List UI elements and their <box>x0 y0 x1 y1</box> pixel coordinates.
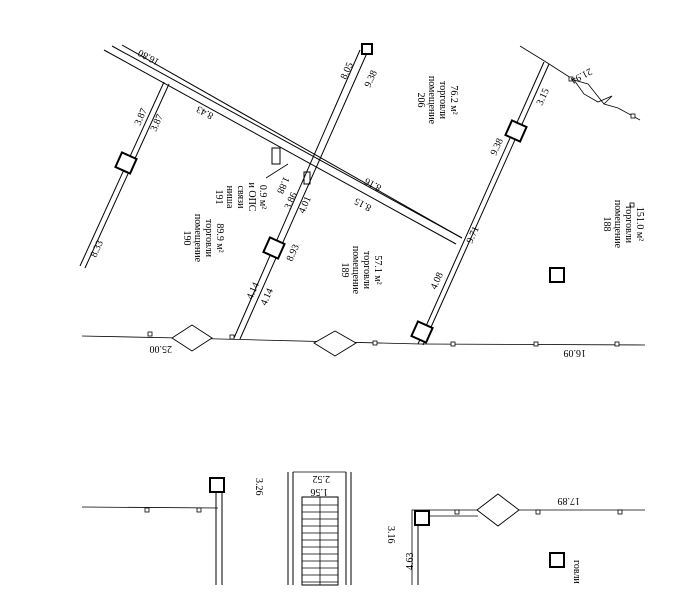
dim-center-col: 8.93 <box>285 243 302 263</box>
dim-lower-right: 17.89 <box>558 495 581 506</box>
lower-left-wall <box>81 477 225 585</box>
right-diagonal-wall <box>417 61 550 346</box>
room-190-label: 190 помещение торговли 89.9 м² <box>181 214 225 263</box>
svg-text:торговли: торговли <box>361 251 372 290</box>
top-right-boundary <box>519 45 641 208</box>
svg-text:190: 190 <box>181 231 192 246</box>
dim-bottom-left: 25.00 <box>150 343 173 354</box>
svg-text:57.1 м²: 57.1 м² <box>372 255 383 284</box>
dim-bottom-right: 16.09 <box>564 347 587 358</box>
room-191-label: 191 ниша связи и ОПС 0.9 м² <box>213 183 268 212</box>
svg-text:помещение: помещение <box>426 76 437 125</box>
central-diagonal-wall <box>233 43 373 340</box>
dim-top-wall: 16.80 <box>136 47 161 67</box>
svg-text:ниша: ниша <box>224 186 235 209</box>
partial-room-label: говли <box>571 560 582 584</box>
svg-text:и ОПС: и ОПС <box>246 183 257 212</box>
dim-stair-b: 1.56 <box>311 486 329 497</box>
columns <box>114 119 565 344</box>
svg-text:151.0 м²: 151.0 м² <box>634 207 645 241</box>
dim-mid-a: 8.16 <box>363 175 384 193</box>
svg-text:помещение: помещение <box>192 214 203 263</box>
dim-upper-wall-b: 8.05 <box>339 61 356 81</box>
niche-structure <box>265 147 311 185</box>
bottom-boundary <box>81 324 646 357</box>
dim-stair-a: 2.52 <box>313 473 331 484</box>
svg-text:189: 189 <box>339 263 350 278</box>
dim-lower-left: 3.26 <box>253 478 264 496</box>
dim-center-low-b: 4.14 <box>259 287 276 307</box>
room-206-label: 206 помещение торговли 76.2 м² <box>415 76 459 125</box>
svg-text:помещение: помещение <box>350 246 361 295</box>
svg-text:связи: связи <box>235 186 246 210</box>
top-diagonal-wall <box>103 44 463 245</box>
svg-text:191: 191 <box>213 190 224 205</box>
room-189-label: 189 помещение торговли 57.1 м² <box>339 246 383 295</box>
svg-text:торговли: торговли <box>437 81 448 120</box>
room-188-label: 188 помещение торговли 151.0 м² <box>601 200 645 249</box>
dim-niche-c: 4.01 <box>297 195 314 215</box>
left-diagonal-wall <box>79 81 170 269</box>
svg-text:206: 206 <box>415 93 426 108</box>
svg-text:188: 188 <box>601 217 612 232</box>
dim-left-a: 3.87 <box>133 107 150 127</box>
svg-text:торговли: торговли <box>203 219 214 258</box>
svg-text:0.9 м²: 0.9 м² <box>257 185 268 209</box>
dim-room206-wall: 9.38 <box>363 69 380 89</box>
staircase <box>287 471 352 586</box>
dim-lower-vert: 4.63 <box>405 553 416 571</box>
dim-top-right: 21.94 <box>569 65 594 85</box>
dim-right-low-a: 9.71 <box>465 225 482 245</box>
svg-text:89.9 м²: 89.9 м² <box>214 223 225 252</box>
dim-lower-mid: 3.16 <box>385 526 396 544</box>
svg-text:помещение: помещение <box>612 200 623 249</box>
dim-mid-b: 8.15 <box>353 195 374 213</box>
lower-right-wall <box>411 493 645 585</box>
svg-text:торговли: торговли <box>623 205 634 244</box>
dim-center-low-a: 4.14 <box>245 281 262 301</box>
dim-left-b: 3.87 <box>149 113 166 133</box>
svg-text:76.2 м²: 76.2 м² <box>448 85 459 114</box>
